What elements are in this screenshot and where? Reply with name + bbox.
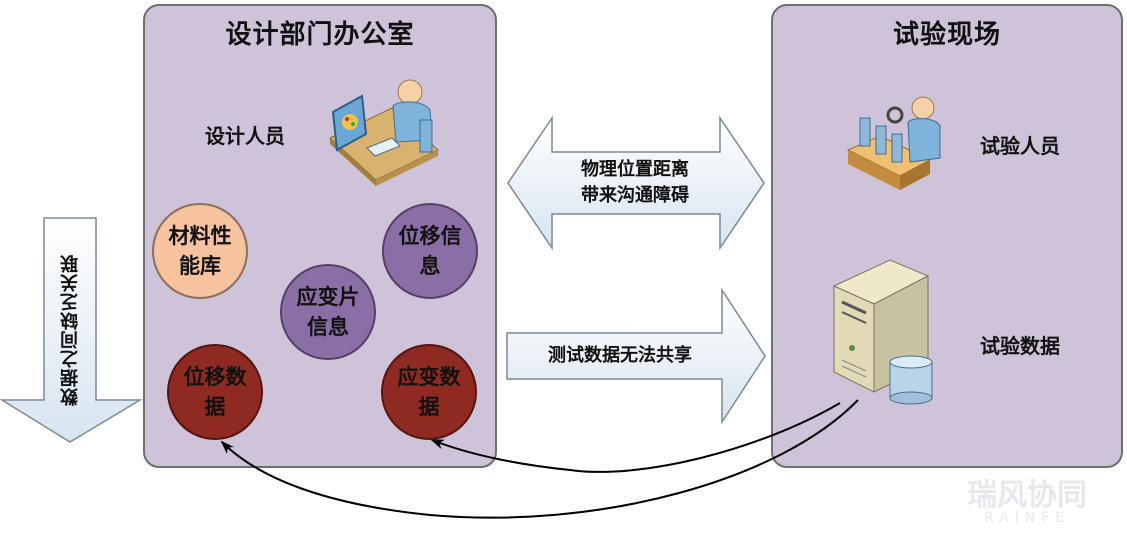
share-arrow-shape	[506, 287, 766, 425]
material-line-2: 能库	[179, 253, 221, 278]
left-arrow-text: 数据之间缺乏关联	[60, 254, 81, 406]
connector-to-displacement-data	[220, 399, 859, 519]
double-arrow-text: 物理位置距离 带来沟通障碍	[560, 157, 710, 209]
strain-gauge-line-2: 信息	[307, 314, 349, 339]
tester-label: 试验人员	[980, 134, 1060, 158]
tester-icon	[846, 96, 941, 190]
displacement-data-line-1: 位移数	[183, 364, 247, 389]
displacement-info-line-1: 位移信	[398, 223, 462, 248]
strain-gauge-line-1: 应变片	[296, 284, 360, 309]
double-arrow-shape	[507, 115, 765, 251]
strain-data-line-2: 据	[418, 394, 440, 419]
server-icon	[832, 259, 930, 393]
test-data-label: 试验数据	[980, 334, 1060, 358]
displacement-info-node: 位移信息	[382, 203, 478, 299]
watermark-main: 瑞风协同	[967, 478, 1087, 513]
designer-icon	[329, 79, 439, 186]
left-down-arrow-shape	[0, 217, 143, 443]
material-library-node: 材料性能库	[152, 203, 248, 299]
displacement-data-line-2: 据	[204, 394, 226, 419]
double-arrow-line-2: 带来沟通障碍	[581, 185, 689, 206]
test-site-panel: 试验现场	[771, 4, 1123, 468]
strain-data-node: 应变数据	[381, 344, 477, 440]
test-site-title: 试验现场	[892, 20, 1001, 50]
design-office-title: 设计部门办公室	[225, 20, 415, 50]
database-icon	[889, 355, 933, 405]
share-arrow-text: 测试数据无法共享	[548, 345, 692, 366]
strain-gauge-info-node: 应变片信息	[280, 264, 376, 360]
strain-data-line-1: 应变数	[397, 364, 461, 389]
double-arrow-line-1: 物理位置距离	[581, 159, 689, 180]
displacement-info-line-2: 息	[419, 253, 441, 278]
connector-to-strain-data	[430, 402, 841, 473]
designer-label: 设计人员	[205, 124, 285, 148]
displacement-data-node: 位移数据	[167, 344, 263, 440]
watermark-logo: 瑞风协同 RAINFE	[967, 470, 1087, 526]
watermark-sub: RAINFE	[983, 510, 1071, 526]
material-line-1: 材料性	[168, 223, 232, 248]
